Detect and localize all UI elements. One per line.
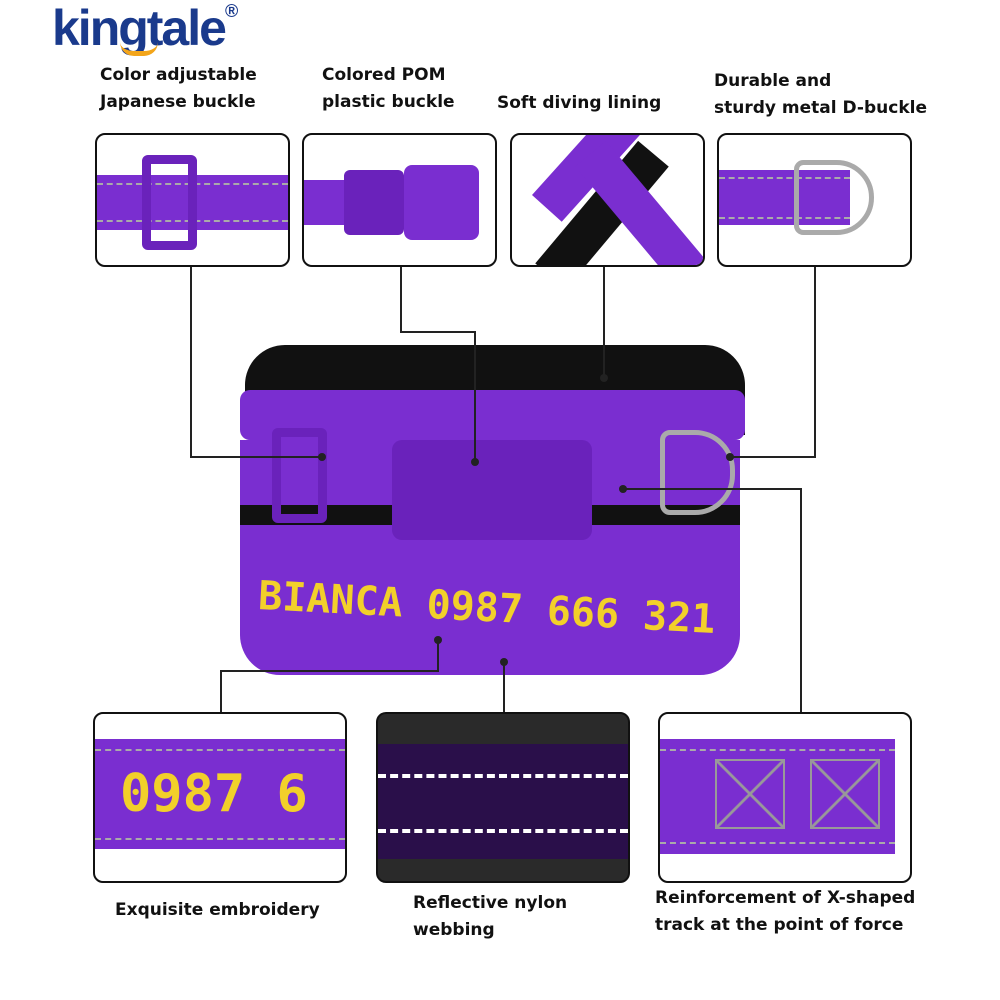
- collar-slider-buckle: [272, 428, 327, 523]
- card-embroidery: 0987 6: [93, 712, 347, 883]
- x-stitch-icon: [715, 759, 785, 829]
- label-line: Durable and: [714, 71, 832, 91]
- slider-buckle-icon: [142, 155, 197, 250]
- card-x-reinforcement: [658, 712, 912, 883]
- release-buckle-icon: [404, 165, 479, 240]
- label-line: Reinforcement of X-shaped: [655, 888, 916, 908]
- card-pom-buckle: [302, 133, 497, 267]
- card-diving-lining: [510, 133, 705, 267]
- collar-d-ring: [660, 430, 735, 515]
- label-reflective: Reflective nylon webbing: [413, 890, 567, 944]
- label-x-reinforcement: Reinforcement of X-shaped track at the po…: [655, 885, 915, 939]
- d-ring-icon: [794, 160, 874, 235]
- label-pom-buckle: Colored POM plastic buckle: [322, 62, 455, 116]
- card-japanese-buckle: [95, 133, 290, 267]
- card-d-buckle: [717, 133, 912, 267]
- label-embroidery: Exquisite embroidery: [115, 897, 320, 924]
- collar-release-buckle: [392, 440, 592, 540]
- label-line: plastic buckle: [322, 92, 455, 112]
- reflective-stripe-icon: [378, 774, 628, 778]
- embroidery-detail: 0987 6: [120, 764, 308, 824]
- collar-lower-strap: [240, 525, 740, 675]
- label-line: webbing: [413, 920, 495, 940]
- label-line: track at the point of force: [655, 915, 904, 935]
- label-line: Reflective nylon: [413, 893, 568, 913]
- label-line: Color adjustable: [100, 65, 257, 85]
- label-line: Colored POM: [322, 65, 446, 85]
- registered-mark: ®: [224, 1, 239, 21]
- label-line: Exquisite embroidery: [115, 900, 320, 920]
- logo-smile-icon: [120, 42, 158, 56]
- label-line: Soft diving lining: [497, 93, 662, 113]
- label-diving-lining: Soft diving lining: [497, 90, 661, 117]
- label-line: Japanese buckle: [100, 92, 256, 112]
- label-line: sturdy metal D-buckle: [714, 98, 927, 118]
- card-reflective: [376, 712, 630, 883]
- label-d-buckle: Durable and sturdy metal D-buckle: [714, 68, 927, 122]
